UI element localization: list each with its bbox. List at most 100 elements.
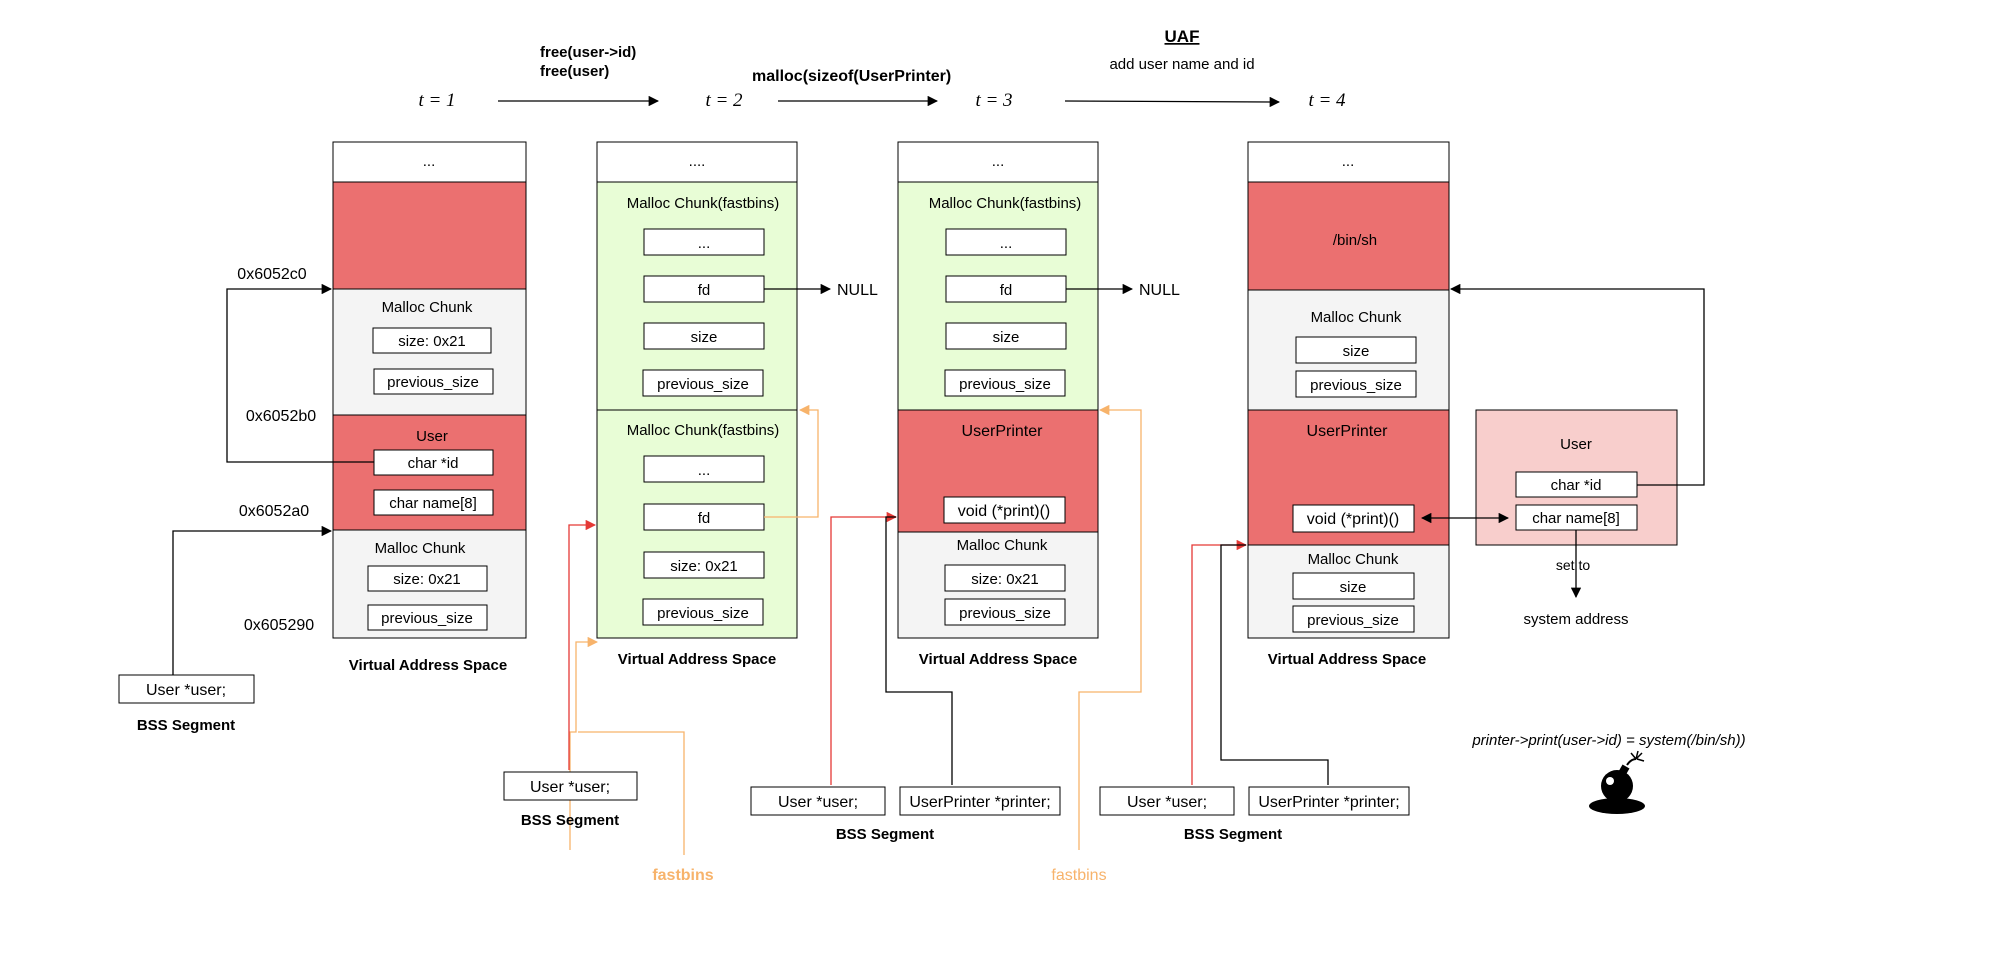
bss-user-var [118, 674, 255, 704]
new-user-title: User [1560, 436, 1592, 453]
chunkA-title: Malloc Chunk(fastbins) [627, 195, 780, 212]
bss-label: BSS Segment [836, 826, 934, 843]
op1-line1: free(user->id) [540, 44, 636, 61]
print-fn-field [943, 496, 1066, 524]
timeline: UAF add user name and id free(user->id) … [418, 27, 1346, 111]
fastbins-head-arrow [1078, 404, 1142, 850]
null-label: NULL [1139, 282, 1180, 299]
user-to-printer-arrow [1191, 539, 1248, 785]
vas-label: Virtual Address Space [618, 651, 776, 668]
chunkB-prev-field [1292, 605, 1415, 633]
chunkA-size: size [691, 329, 718, 346]
chunk2-prev-field [367, 604, 488, 631]
op1-line2: free(user) [540, 63, 609, 80]
uaf-subtitle: add user name and id [1109, 56, 1254, 73]
column-t1: ... Malloc Chunk size: 0x21 previous_siz… [118, 141, 527, 734]
chunkA-dots-field [945, 228, 1067, 256]
chunkB-prev-field [944, 598, 1066, 626]
chunkA-fd-field [643, 275, 765, 303]
chunk1-size-field [372, 327, 492, 354]
binsh-label: /bin/sh [1333, 232, 1377, 249]
chunkB-prev: previous_size [657, 605, 749, 622]
memory-top-block [1247, 141, 1450, 183]
fastbins-label: fastbins [1051, 867, 1106, 884]
column-t3: ... Malloc Chunk(fastbins) ... fd size p… [750, 141, 1180, 884]
memory-top-dots: ... [423, 153, 436, 170]
chunkA-prev-field [642, 369, 764, 397]
user-title: User [416, 428, 448, 445]
column-t2: .... Malloc Chunk(fastbins) ... fd size … [503, 141, 878, 884]
user-name-label: char name[8] [389, 495, 477, 512]
chunkA-prev: previous_size [657, 376, 749, 393]
chunkB-title: Malloc Chunk [1308, 551, 1399, 568]
chunkA-title: Malloc Chunk(fastbins) [929, 195, 1082, 212]
arrow-t3-t4 [1064, 96, 1281, 108]
null-label: NULL [837, 282, 878, 299]
printer-title: UserPrinter [962, 423, 1044, 440]
chunkB-prev-field [642, 598, 764, 626]
memory-top-dots: .... [689, 153, 706, 170]
bss-user-label: User *user; [778, 794, 858, 811]
chunkB-size: size: 0x21 [670, 558, 738, 575]
bss-printer-var [899, 786, 1061, 816]
id-to-binsh-arrow [1449, 283, 1705, 486]
print-fn-label: void (*print)() [1307, 511, 1399, 528]
chunkA-title: Malloc Chunk [1311, 309, 1402, 326]
time-t4: t = 4 [1308, 90, 1346, 111]
bss-label: BSS Segment [521, 812, 619, 829]
printer-pointer-arrow [885, 516, 953, 785]
user-pointer-arrow [172, 525, 333, 675]
chunkA-prev-field [1295, 370, 1417, 398]
chunkB-fd-field [643, 503, 765, 531]
chunk2-prev-label: previous_size [381, 610, 473, 627]
fastbins-connector [578, 731, 685, 855]
chunkA-size: size [993, 329, 1020, 346]
chunkB-size-field [1292, 572, 1415, 600]
column-t4: ... /bin/sh Malloc Chunk size previous_s… [1099, 141, 1746, 843]
bss-label: BSS Segment [1184, 826, 1282, 843]
addr-6052c0: 0x6052c0 [237, 266, 306, 283]
user-id-label: char *id [408, 455, 459, 472]
chunkB-fd: fd [698, 510, 711, 527]
set-to-label: set to [1556, 557, 1590, 573]
op2-label: malloc(sizeof(UserPrinter) [752, 68, 951, 85]
chunk2-size-label: size: 0x21 [393, 571, 461, 588]
bss-printer-var [1248, 786, 1410, 816]
chunkB-dots: ... [698, 462, 711, 479]
chunk1-prev-field [373, 368, 494, 395]
memory-top-dots: ... [1342, 153, 1355, 170]
chunkB-size: size: 0x21 [971, 571, 1039, 588]
fastbins-label: fastbins [652, 867, 713, 884]
time-t2: t = 2 [705, 90, 743, 111]
print-fn-label: void (*print)() [958, 503, 1050, 520]
chunk1-size-label: size: 0x21 [398, 333, 466, 350]
printer-pointer-arrow [1220, 544, 1329, 785]
chunk2-title: Malloc Chunk [375, 540, 466, 557]
bss-printer-label: UserPrinter *printer; [1258, 794, 1399, 811]
user-to-printer-arrow [830, 511, 898, 785]
memory-top-block [332, 141, 527, 183]
bss-user-label: User *user; [530, 779, 610, 796]
chunkA-prev: previous_size [959, 376, 1051, 393]
time-t3: t = 3 [975, 90, 1012, 111]
chunkB-title: Malloc Chunk [957, 537, 1048, 554]
chunkB-size-field [944, 564, 1066, 592]
chunkA-size-field [643, 322, 765, 350]
fastbins-head-arrow [569, 636, 599, 850]
new-user-id-label: char *id [1551, 477, 1602, 494]
chunkB-size-field [643, 551, 765, 579]
addr-605290: 0x605290 [244, 617, 314, 634]
addr-6052a0: 0x6052a0 [239, 503, 309, 520]
exploit-formula: printer->print(user->id) = system(/bin/s… [1471, 732, 1745, 749]
dangling-user-arrow [568, 519, 597, 770]
chunkA-dots: ... [1000, 235, 1013, 252]
chunkA-dots-field [643, 228, 765, 256]
addr-6052b0: 0x6052b0 [246, 408, 316, 425]
bss-user-label: User *user; [146, 682, 226, 699]
uaf-title: UAF [1165, 27, 1200, 46]
system-address-label: system address [1523, 611, 1628, 628]
chunkB-prev: previous_size [1307, 612, 1399, 629]
chunkA-size-field [1295, 336, 1417, 364]
